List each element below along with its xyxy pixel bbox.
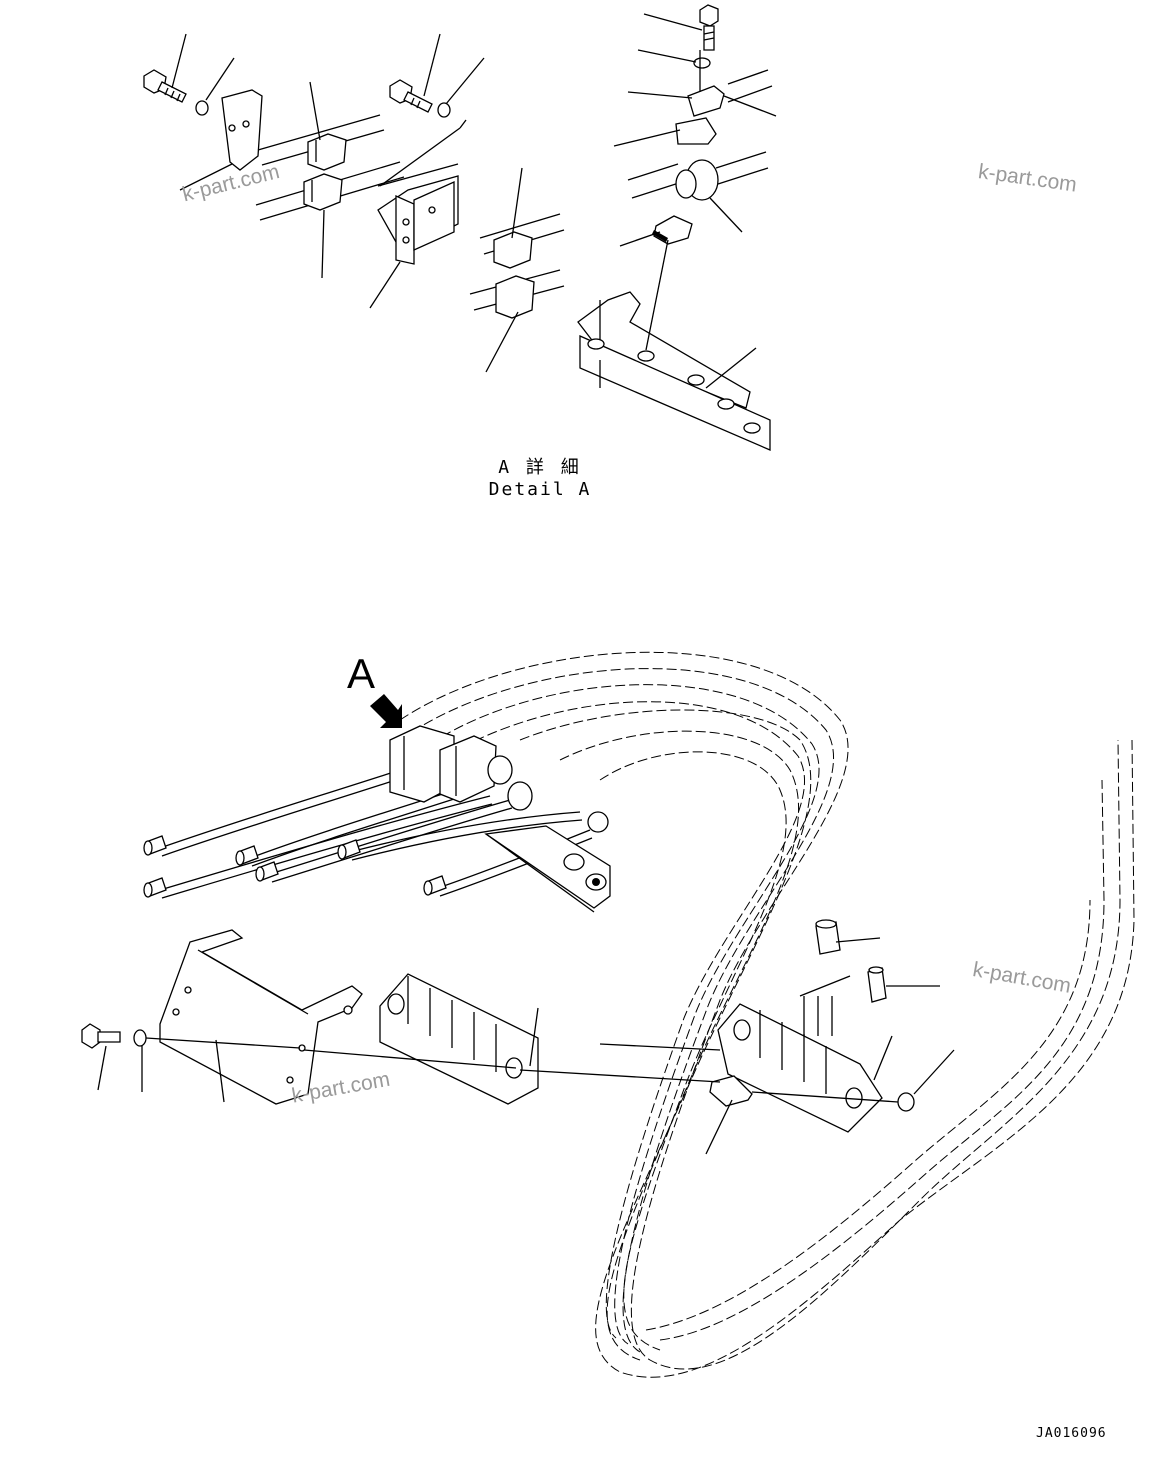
fitting-2 bbox=[235, 845, 259, 866]
bolt-middle bbox=[389, 79, 433, 113]
washer-right bbox=[693, 57, 711, 69]
spacer-tall bbox=[815, 919, 841, 955]
leader-lines-detail bbox=[171, 13, 777, 389]
drawing-number: JA016096 bbox=[1036, 1426, 1107, 1441]
fitting-3 bbox=[143, 877, 167, 898]
washer-middle bbox=[437, 102, 451, 118]
bolt-bottom-left bbox=[81, 1023, 121, 1049]
hose-loops bbox=[399, 651, 1135, 1378]
leader-lines-main bbox=[97, 937, 955, 1155]
nut-right bbox=[652, 215, 693, 245]
bolt-left bbox=[143, 69, 187, 103]
grommet-lower-center bbox=[495, 275, 535, 319]
grommet-upper-center bbox=[493, 231, 533, 269]
detail-a-caption-japanese: A 詳 細 bbox=[498, 457, 582, 478]
alignment-lines bbox=[459, 50, 701, 351]
clamp-bar-left bbox=[379, 973, 539, 1105]
grommet-upper-left bbox=[307, 133, 347, 171]
detail-a-view bbox=[143, 4, 777, 451]
hose-end-fittings bbox=[143, 835, 447, 898]
washer-bottom-right bbox=[897, 1092, 915, 1112]
mounting-rail bbox=[484, 825, 611, 913]
base-rail bbox=[577, 291, 771, 451]
detail-a-arrow bbox=[370, 694, 402, 728]
fitting-6 bbox=[423, 875, 447, 896]
grommet-right bbox=[627, 151, 769, 201]
clamp-bracket-right bbox=[675, 117, 717, 145]
bolt-right bbox=[699, 4, 719, 51]
mounting-bracket bbox=[159, 929, 363, 1105]
fitting-1 bbox=[143, 835, 167, 856]
detail-a-caption-english: Detail A bbox=[488, 479, 592, 500]
center-bracket bbox=[377, 127, 461, 265]
hoses-to-fittings bbox=[159, 769, 593, 899]
connection-lines bbox=[145, 1037, 899, 1103]
fitting-5 bbox=[337, 839, 361, 860]
fitting-4 bbox=[255, 861, 279, 882]
clamp-bar-right bbox=[717, 975, 883, 1133]
main-assembly-view bbox=[81, 651, 1135, 1378]
clamp-assembly-a bbox=[389, 725, 609, 833]
detail-a-callout-label: A bbox=[347, 650, 376, 697]
stud bbox=[709, 1075, 753, 1107]
grommet-lower-left bbox=[303, 173, 343, 211]
spacer-short bbox=[867, 966, 887, 1003]
clamp-plate-left bbox=[221, 89, 263, 171]
washer-left bbox=[195, 100, 209, 116]
clamp-right-top bbox=[687, 69, 773, 117]
washer-bottom-left bbox=[133, 1029, 147, 1047]
